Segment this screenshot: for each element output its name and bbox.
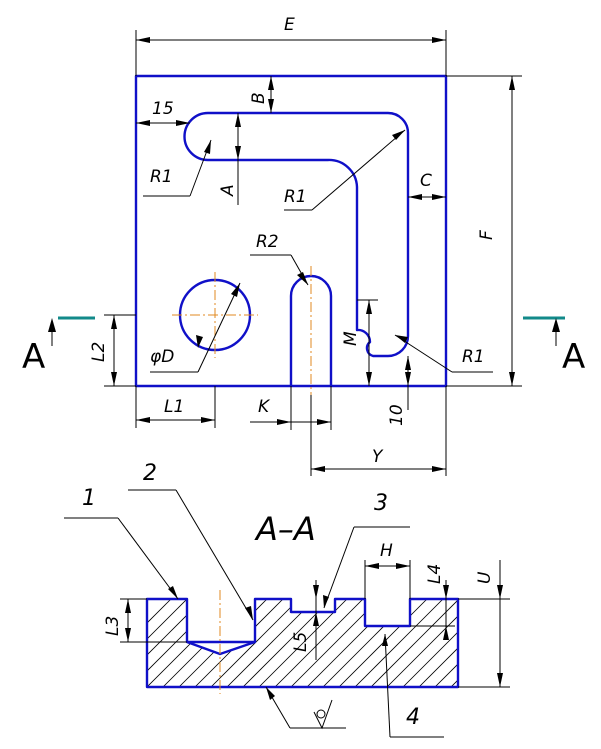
dim-R1-right: R1 [462, 347, 485, 367]
dim-B: B [249, 92, 269, 104]
callout-1: 1 [82, 486, 96, 511]
section-view: A–A [64, 461, 510, 738]
l-slot-outline [183, 111, 410, 358]
dim-phiD: φD [150, 347, 174, 367]
section-title: A–A [254, 510, 316, 548]
dim-L1: L1 [164, 397, 184, 417]
dim-R2: R2 [256, 232, 279, 252]
dim-R1-mid: R1 [284, 187, 307, 207]
surface-finish-circle-icon [316, 709, 326, 719]
section-outline [145, 597, 460, 689]
section-dimension-lines [64, 489, 510, 738]
dim-A: A [218, 184, 238, 197]
section-letter-right: A [562, 337, 585, 377]
callout-2: 2 [143, 461, 157, 486]
dim-10: 10 [387, 404, 407, 426]
dim-L3: L3 [103, 616, 123, 636]
top-view-arrowheads [111, 37, 515, 472]
dim-K: K [258, 397, 271, 417]
surface-finish-icon [313, 699, 333, 730]
dim-U: U [475, 571, 495, 584]
dim-15: 15 [152, 99, 174, 119]
dim-L4: L4 [425, 564, 445, 584]
dim-L2: L2 [89, 342, 109, 362]
dim-M: M [341, 331, 361, 346]
dim-L5: L5 [291, 632, 311, 652]
top-view: E B 15 R1 A R1 C F R2 L2 φD M R1 L1 K 10… [22, 15, 585, 476]
dim-C: C [420, 171, 432, 191]
section-hatching [147, 599, 458, 687]
dim-F: F [477, 230, 497, 240]
callout-3: 3 [374, 491, 388, 516]
section-arrowheads [125, 563, 503, 700]
dim-Y: Y [372, 447, 384, 467]
vertical-slot [289, 274, 333, 386]
dim-E: E [284, 15, 295, 35]
dim-H: H [380, 541, 393, 561]
section-letter-left: A [22, 337, 45, 377]
dim-R1-top: R1 [150, 167, 173, 187]
callout-4: 4 [406, 705, 420, 730]
section-cut-markers [48, 316, 565, 346]
